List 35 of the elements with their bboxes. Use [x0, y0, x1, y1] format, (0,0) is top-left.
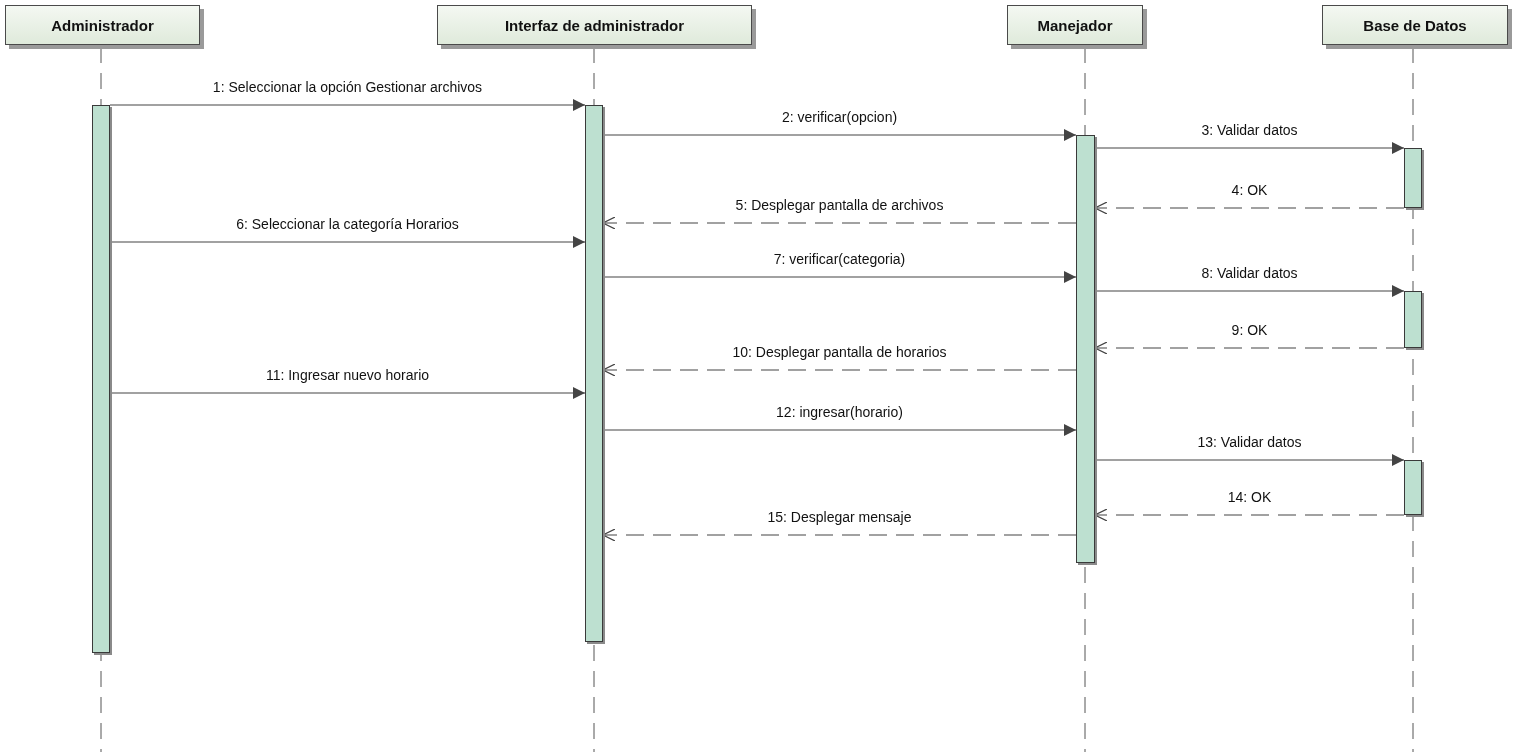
return-arrow	[602, 363, 1077, 377]
return-arrow	[1094, 508, 1405, 522]
message-label: 2: verificar(opcion)	[779, 109, 900, 125]
message-label: 3: Validar datos	[1199, 122, 1300, 138]
message-arrow	[1094, 285, 1405, 297]
message-label: 10: Desplegar pantalla de horarios	[730, 344, 949, 360]
return-arrow	[602, 216, 1077, 230]
message-label: 14: OK	[1225, 489, 1274, 505]
message-arrow	[602, 129, 1077, 141]
activation-bar	[92, 105, 110, 653]
message-arrow	[109, 99, 586, 111]
activation-bar	[1076, 135, 1095, 563]
message-label: 9: OK	[1229, 322, 1270, 338]
activation-bar	[1404, 291, 1422, 348]
message-label: 15: Desplegar mensaje	[765, 509, 914, 525]
message-label: 5: Desplegar pantalla de archivos	[733, 197, 946, 213]
return-arrow	[1094, 201, 1405, 215]
message-label: 12: ingresar(horario)	[774, 404, 905, 420]
message-label: 13: Validar datos	[1195, 434, 1304, 450]
return-arrow	[602, 528, 1077, 542]
message-arrow	[1094, 454, 1405, 466]
message-label: 6: Seleccionar la categoría Horarios	[234, 216, 461, 232]
message-arrow	[109, 236, 586, 248]
message-arrow	[109, 387, 586, 399]
activation-bar	[585, 105, 603, 642]
message-arrow	[1094, 142, 1405, 154]
message-label: 7: verificar(categoria)	[771, 251, 908, 267]
return-arrow	[1094, 341, 1405, 355]
activation-bar	[1404, 460, 1422, 515]
message-arrow	[602, 271, 1077, 283]
message-label: 1: Seleccionar la opción Gestionar archivos	[210, 79, 485, 95]
message-label: 8: Validar datos	[1199, 265, 1300, 281]
message-label: 4: OK	[1229, 182, 1270, 198]
activation-bar	[1404, 148, 1422, 208]
message-arrow	[602, 424, 1077, 436]
